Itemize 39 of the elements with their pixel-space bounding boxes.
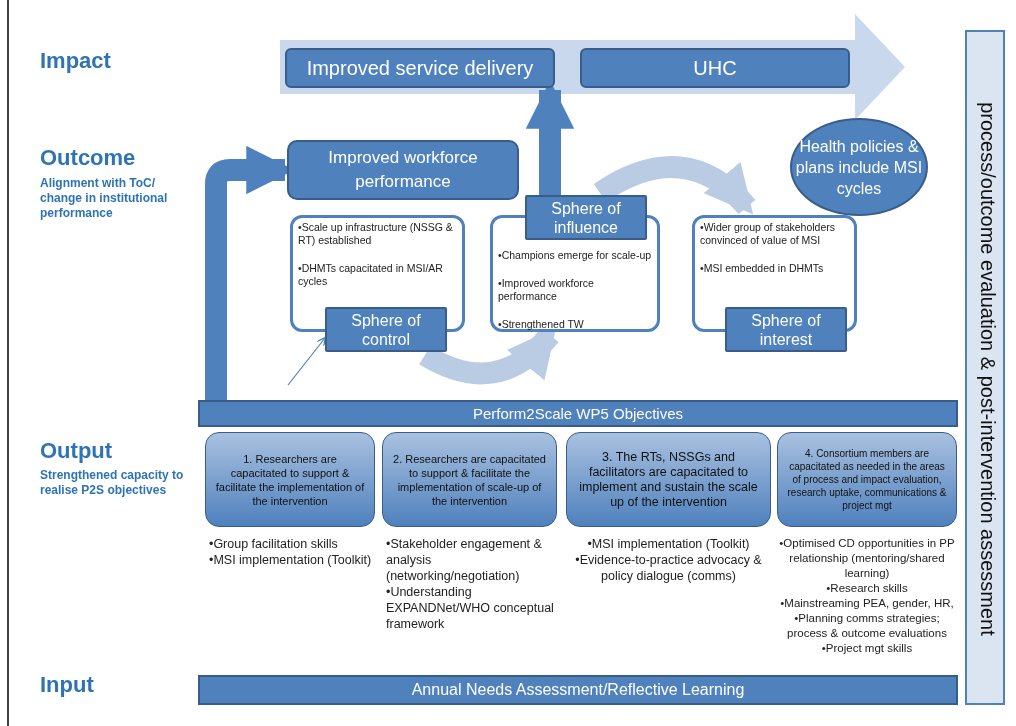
bullet-text: •Mainstreaming PEA, gender, HR, — [779, 596, 955, 611]
heading-tab: Sphere of interest — [725, 307, 847, 352]
bullet-text: •Improved workforce performance — [498, 277, 595, 303]
objective-box: 1. Researchers are capacitated to support & facilitate the implementation of the intervention — [205, 432, 375, 527]
bullet-text: •Scale up infrastructure (NSSG & RT) established — [298, 221, 454, 247]
outcome-box: Improved workforce performance — [287, 140, 519, 200]
heading-tab: Sphere of control — [325, 307, 447, 352]
outcome-ellipse: Health policies & plans include MSI cycles — [790, 118, 928, 216]
bullet-text: •Evidence-to-practice advocacy & policy dialogue (comms) — [574, 552, 763, 584]
arrow — [287, 336, 327, 386]
level-note: Alignment with ToC/ change in institutional performance — [40, 176, 169, 221]
bullet-text: •MSI implementation (Toolkit) — [586, 536, 751, 552]
outcome-box: UHC — [580, 48, 850, 88]
bullet-text: •Stakeholder engagement & analysis (networking/negotiation) — [386, 536, 543, 584]
objective-box: 3. The RTs, NSSGs and facilitators are capacitated to implement and sustain the scale up of the intervention — [566, 432, 771, 527]
level-note: Strengthened capacity to realise P2S objectives — [40, 468, 185, 498]
objective-box: 4. Consortium members are capacitated as needed in the areas of process and impact evaluation, research uptake, communications & project mgt — [777, 432, 957, 527]
bullet-text: •Planning comms strategies; process & outcome evaluations — [786, 611, 948, 641]
bullet-text: •Understanding EXPANDNet/WHO conceptual framework — [386, 584, 555, 632]
side-bar: process/outcome evaluation & post-intervention assessment — [965, 30, 1005, 705]
bullet-text: •Champions emerge for scale-up — [498, 249, 652, 262]
level-heading: Outcome — [40, 145, 136, 171]
bullet-text: •Strengthened TW — [498, 318, 585, 331]
bullet-text: •DHMTs capacitated in MSI/AR cycles — [298, 262, 444, 288]
objective-box: 2. Researchers are capacitated to support & facilitate the implementation of scale-up of the intervention — [382, 432, 557, 527]
outcome-box: Improved service delivery — [285, 48, 555, 88]
bullet-text: •Wider group of stakeholders convinced of value of MSI — [700, 221, 836, 247]
bullet-text: •Optimised CD opportunities in PP relationship (mentoring/shared learning) — [778, 536, 956, 581]
objectives-bar: Perform2Scale WP5 Objectives — [198, 400, 958, 427]
heading-tab: Sphere of influence — [525, 195, 647, 240]
level-heading: Output — [40, 438, 113, 464]
bullet-text: •Research skills — [825, 581, 909, 596]
input-bar: Annual Needs Assessment/Reflective Learning — [198, 675, 958, 705]
level-heading: Impact — [40, 48, 111, 74]
bullet-text: •Group facilitation skills — [209, 536, 339, 552]
bullet-text: •MSI implementation (Toolkit) — [209, 552, 373, 568]
bullet-text: •Project mgt skills — [820, 641, 914, 656]
bullet-text: •MSI embedded in DHMTs — [700, 262, 825, 275]
level-heading: Input — [40, 672, 94, 698]
